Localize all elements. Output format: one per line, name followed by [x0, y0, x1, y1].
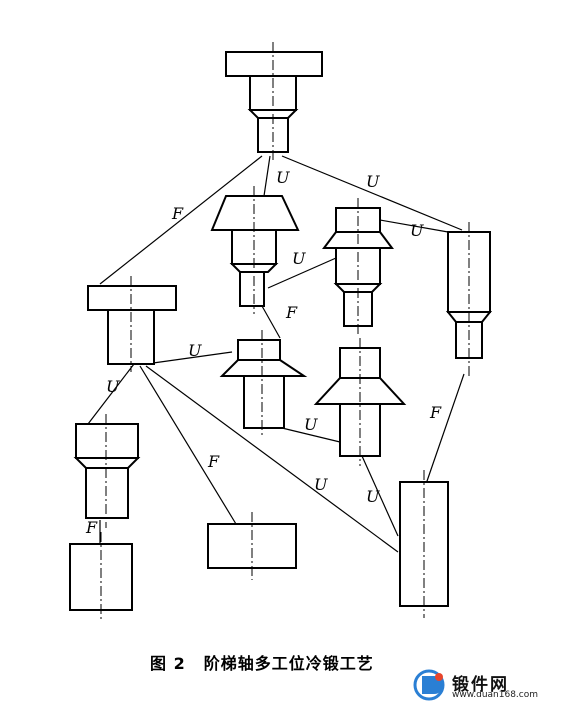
edge-rightbar-to-tallbar — [425, 373, 465, 485]
edge-label-midcone-to-rightbottom: U — [304, 415, 318, 434]
edge-label-rightbar-to-tallbar: F — [429, 403, 442, 422]
part-bottom-cylinder — [69, 532, 133, 622]
edge-label-left-to-tallbar: U — [314, 475, 328, 494]
edge-doublecone-to-right — [379, 219, 449, 233]
edge-label-doublecone-to-right: U — [410, 221, 424, 240]
edge-label-top-to-right: U — [366, 172, 380, 191]
edge-label-top-to-cone: U — [276, 168, 290, 187]
edge-label-rightbottom-to-tallbar: U — [366, 487, 380, 506]
part-left-flanged-shaft — [87, 276, 177, 372]
edge-label-left-to-midcone: U — [188, 341, 202, 360]
part-top-stepped-shaft — [225, 42, 323, 162]
edge-left-to-bottomleft — [87, 363, 135, 425]
figure-number: 图 2 — [150, 654, 186, 673]
edge-label-bottomleft-to-cylinder: F — [85, 518, 98, 537]
edge-label-left-to-block: F — [207, 452, 220, 471]
part-double-cone-shaft — [322, 198, 394, 334]
edge-cone-to-midcone — [261, 305, 281, 339]
edge-left-to-tallbar — [145, 365, 399, 553]
watermark-site-name: 锻件网 — [452, 675, 509, 695]
site-watermark: 锻件网 www.duan168.com — [412, 668, 562, 702]
edge-label-top-to-left: F — [171, 204, 184, 223]
edge-midcone-to-rightbottom — [281, 427, 341, 443]
edge-label-cone-to-doublecone: U — [292, 249, 306, 268]
part-tall-bar — [399, 470, 449, 618]
watermark-site-url: www.duan168.com — [452, 690, 539, 700]
edge-top-to-right — [281, 155, 463, 231]
edge-label-cone-to-midcone: F — [285, 303, 298, 322]
process-edges — [87, 155, 465, 553]
part-right-bottom-cone-shaft — [313, 338, 407, 466]
figure-caption: 图 2 阶梯轴多工位冷锻工艺 — [150, 650, 374, 674]
part-right-stepped-bar — [445, 222, 493, 376]
edge-left-to-block — [139, 365, 237, 525]
edge-label-left-to-bottomleft: U — [106, 377, 120, 396]
watermark-logo-icon — [413, 669, 445, 701]
part-bottom-left-stepped-shaft — [73, 414, 141, 528]
edge-labels: F U U U U F U U F F U U F U — [85, 168, 442, 537]
part-cone-head-shaft — [210, 186, 300, 314]
edge-left-to-midcone — [145, 351, 233, 365]
edge-top-to-left — [99, 155, 263, 285]
edge-rightbottom-to-tallbar — [361, 455, 399, 537]
figure-title: 阶梯轴多工位冷锻工艺 — [203, 654, 374, 673]
edge-cone-to-doublecone — [267, 257, 337, 289]
part-middle-cone-head — [219, 330, 308, 438]
part-flat-block — [207, 512, 297, 580]
edge-top-to-cone — [263, 155, 271, 197]
